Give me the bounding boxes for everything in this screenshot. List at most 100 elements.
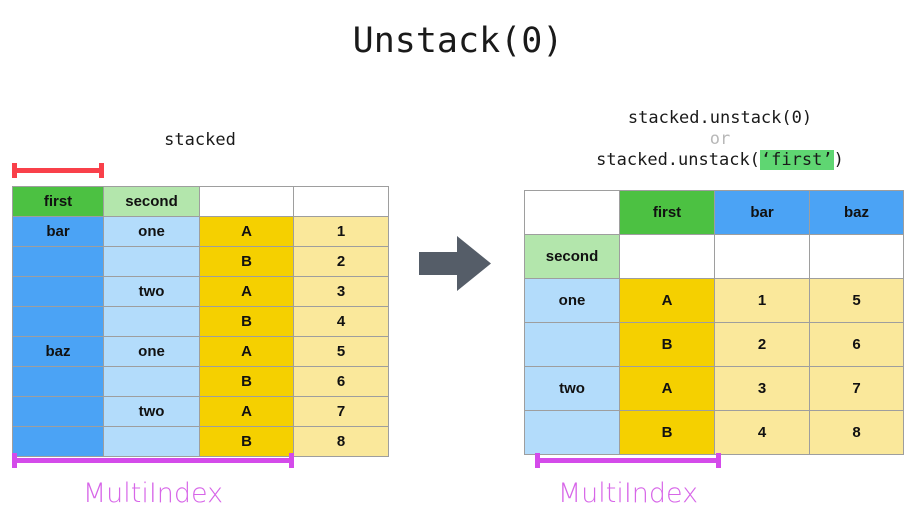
table-cell bbox=[199, 186, 294, 217]
bracket-bar bbox=[12, 458, 294, 463]
table-cell bbox=[12, 246, 104, 277]
table-cell: 1 bbox=[293, 216, 389, 247]
table-cell: 8 bbox=[809, 410, 904, 455]
table-cell: two bbox=[524, 366, 620, 411]
table-cell: A bbox=[199, 396, 294, 427]
table-cell bbox=[12, 276, 104, 307]
table-cell bbox=[103, 426, 200, 457]
table-cell: B bbox=[619, 410, 715, 455]
table-cell bbox=[619, 234, 715, 279]
table-cell: 3 bbox=[293, 276, 389, 307]
code-line-1: stacked.unstack(0) bbox=[627, 108, 813, 128]
table-cell: 4 bbox=[293, 306, 389, 337]
table-cell: B bbox=[199, 426, 294, 457]
table-cell: 6 bbox=[293, 366, 389, 397]
table-cell bbox=[103, 306, 200, 337]
bracket-bar bbox=[12, 168, 104, 173]
page-title: Unstack(0) bbox=[352, 21, 564, 61]
right-multiindex-label: MultiIndex bbox=[557, 478, 699, 509]
table-cell: 8 bbox=[293, 426, 389, 457]
table-cell bbox=[103, 246, 200, 277]
table-cell: first bbox=[619, 190, 715, 235]
code-line-3-suffix: ) bbox=[833, 150, 844, 170]
table-cell: two bbox=[103, 276, 200, 307]
table-cell: B bbox=[199, 246, 294, 277]
code-line-3: stacked.unstack(‘first’) bbox=[524, 150, 916, 171]
table-cell: B bbox=[619, 322, 715, 367]
table-cell bbox=[524, 410, 620, 455]
unstack-code-caption: stacked.unstack(0) or stacked.unstack(‘f… bbox=[524, 108, 916, 171]
table-cell bbox=[714, 234, 810, 279]
code-or-label: or bbox=[709, 129, 731, 149]
table-cell bbox=[524, 322, 620, 367]
bracket-cap-right bbox=[99, 163, 104, 178]
table-cell: A bbox=[199, 276, 294, 307]
table-cell: 6 bbox=[809, 322, 904, 367]
table-cell: one bbox=[103, 336, 200, 367]
table-cell: baz bbox=[809, 190, 904, 235]
table-cell: A bbox=[619, 278, 715, 323]
table-cell: second bbox=[524, 234, 620, 279]
table-cell: baz bbox=[12, 336, 104, 367]
table-cell bbox=[103, 366, 200, 397]
left-table-caption: stacked bbox=[164, 130, 236, 150]
right-multiindex-bracket bbox=[535, 453, 721, 468]
table-cell: B bbox=[199, 306, 294, 337]
table-cell: bar bbox=[714, 190, 810, 235]
table-cell: 3 bbox=[714, 366, 810, 411]
left-multiindex-label: MultiIndex bbox=[82, 478, 224, 509]
table-cell: 4 bbox=[714, 410, 810, 455]
table-cell: A bbox=[619, 366, 715, 411]
table-cell: two bbox=[103, 396, 200, 427]
table-cell: bar bbox=[12, 216, 104, 247]
transform-arrow bbox=[419, 236, 491, 291]
table-row: second bbox=[524, 234, 904, 279]
table-cell bbox=[12, 306, 104, 337]
table-cell bbox=[524, 190, 620, 235]
table-cell: first bbox=[12, 186, 104, 217]
table-cell: 7 bbox=[293, 396, 389, 427]
bracket-bar bbox=[535, 458, 721, 463]
table-cell: 5 bbox=[293, 336, 389, 367]
code-arg-first: ‘first’ bbox=[759, 150, 834, 170]
left-multiindex-bracket bbox=[12, 453, 294, 468]
table-cell: 1 bbox=[714, 278, 810, 323]
table-cell: A bbox=[199, 216, 294, 247]
table-cell: 7 bbox=[809, 366, 904, 411]
table-cell bbox=[809, 234, 904, 279]
table-cell: one bbox=[103, 216, 200, 247]
table-cell: 2 bbox=[714, 322, 810, 367]
code-line-3-prefix: stacked.unstack( bbox=[596, 150, 760, 170]
table-cell bbox=[12, 426, 104, 457]
table-cell: 2 bbox=[293, 246, 389, 277]
level-0-bracket bbox=[12, 163, 104, 178]
table-cell: B bbox=[199, 366, 294, 397]
table-cell bbox=[12, 396, 104, 427]
table-cell: second bbox=[103, 186, 200, 217]
table-cell: one bbox=[524, 278, 620, 323]
table-cell: 5 bbox=[809, 278, 904, 323]
table-cell bbox=[12, 366, 104, 397]
bracket-cap-right bbox=[289, 453, 294, 468]
table-cell bbox=[293, 186, 389, 217]
bracket-cap-right bbox=[716, 453, 721, 468]
table-cell: A bbox=[199, 336, 294, 367]
